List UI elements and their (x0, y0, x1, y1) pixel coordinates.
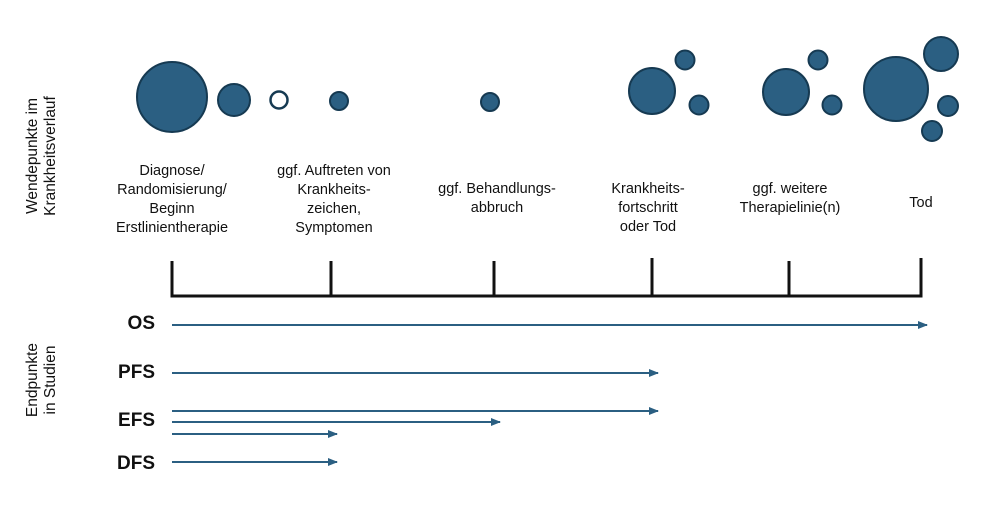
bubble-icon-abbruch-4 (480, 92, 500, 112)
bubble-icon-fortschritt-6 (674, 49, 696, 71)
event-label-therapielinie: ggf. weitere Therapielinie(n) (739, 181, 841, 216)
endpoint-label-efs: EFS (118, 410, 155, 431)
event-label-abbruch: ggf. Behandlungs- abbruch (438, 181, 556, 216)
endpoint-label-dfs: DFS (117, 453, 155, 474)
bubble-icon-therapielinie-9 (807, 49, 829, 71)
bubble-icon-fortschritt-5 (628, 67, 676, 115)
side-label-milestones: Wendepunkte im Krankheitsverlauf (24, 96, 59, 216)
bubble-icon-diagnose-2 (269, 90, 289, 110)
bubble-icon-diagnose-1 (217, 83, 251, 117)
event-label-fortschritt: Krankheits- fortschritt oder Tod (611, 181, 685, 235)
event-label-diagnose: Diagnose/ Randomisierung/ Beginn Erstlin… (115, 163, 229, 236)
bubble-icon-fortschritt-7 (688, 94, 710, 116)
bubble-icon-diagnose-0 (136, 61, 208, 133)
bubble-icon-therapielinie-10 (821, 94, 843, 116)
endpoint-label-pfs: PFS (118, 362, 155, 383)
endpoint-arrows (172, 321, 928, 466)
bubble-icons (136, 36, 959, 142)
bubble-icon-therapielinie-8 (762, 68, 810, 116)
endpoint-label-os: OS (127, 313, 155, 334)
bubble-icon-tod-12 (923, 36, 959, 72)
side-label-endpoints: Endpunkte in Studien (24, 342, 59, 418)
bubble-icon-tod-11 (863, 56, 929, 122)
bubble-icon-tod-13 (937, 95, 959, 117)
timeline-axis (170, 258, 923, 298)
event-label-tod: Tod (909, 195, 933, 211)
bubble-icon-symptome-3 (329, 91, 349, 111)
event-label-symptome: ggf. Auftreten von Krankheits- zeichen, … (277, 163, 391, 236)
bubble-icon-tod-14 (921, 120, 943, 142)
